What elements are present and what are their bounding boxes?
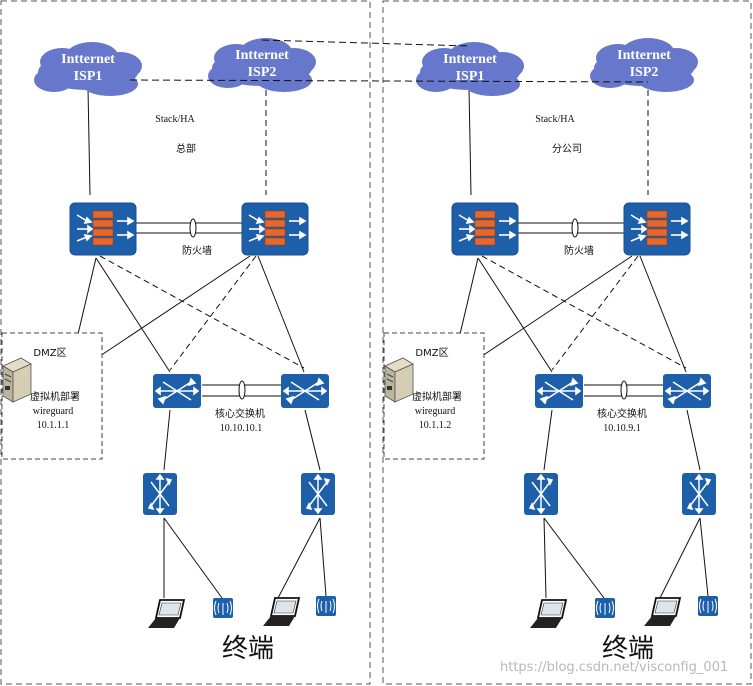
vm-software-label: wireguard <box>415 406 456 417</box>
wireless-ap-icon <box>697 595 719 617</box>
cloud-sublabel: ISP1 <box>456 69 485 84</box>
dmz-label: DMZ区 <box>33 347 66 359</box>
internet-isp1-cloud: Intternet ISP1 <box>416 42 524 96</box>
site-name-label: 总部 <box>176 142 196 155</box>
core-switch-ip: 10.10.10.1 <box>220 423 263 434</box>
dmz-label: DMZ区 <box>415 347 448 359</box>
access-switch-icon <box>681 472 717 516</box>
vm-ip-label: 10.1.1.1 <box>37 420 70 431</box>
cloud-sublabel: ISP1 <box>74 69 103 84</box>
vm-ip-label: 10.1.1.2 <box>419 420 452 431</box>
terminal-label: 终端 <box>222 634 274 664</box>
firewall-icon <box>241 202 309 256</box>
vm-label: 虚拟机部署 <box>412 390 462 403</box>
site-boundary <box>382 0 752 685</box>
dmz-zone <box>383 332 485 460</box>
access-switch-icon <box>523 472 559 516</box>
links <box>451 87 709 599</box>
watermark: https://blog.csdn.net/visconfig_001 <box>500 660 728 675</box>
links <box>69 87 327 599</box>
server-icon <box>384 357 414 403</box>
firewall-icon <box>623 202 691 256</box>
access-switch-icon <box>300 472 336 516</box>
terminal-label: 终端 <box>602 634 654 664</box>
dmz-zone <box>1 332 103 460</box>
internet-isp2-cloud: Intternet ISP2 <box>208 38 316 92</box>
cloud-sublabel: ISP2 <box>248 65 277 80</box>
inter-site-links <box>129 39 649 83</box>
core-switch-icon <box>280 373 330 409</box>
core-switch-icon <box>534 373 584 409</box>
laptop-icon <box>262 597 300 627</box>
internet-isp1-cloud: Intternet ISP1 <box>34 42 142 96</box>
core-switch-icon <box>662 373 712 409</box>
server-icon <box>2 357 32 403</box>
cloud-label: Intternet <box>61 52 115 67</box>
cloud-label: Intternet <box>443 52 497 67</box>
laptop-icon <box>147 599 185 629</box>
firewall-icon <box>69 202 137 256</box>
site-boundary <box>0 0 371 685</box>
wireless-ap-icon <box>212 597 234 619</box>
internet-isp2-cloud: Intternet ISP2 <box>590 38 698 92</box>
core-switch-icon <box>152 373 202 409</box>
site-headquarters: Intternet ISP1 Intternet ISP2 Stack/HA 总… <box>0 0 371 685</box>
stack-ha-label: Stack/HA <box>535 114 575 125</box>
laptop-icon <box>643 597 681 627</box>
site-branch: Intternet ISP1 Intternet ISP2 Stack/HA 分… <box>382 0 752 685</box>
firewall-icon <box>451 202 519 256</box>
laptop-icon <box>529 599 567 629</box>
access-switch-icon <box>142 472 178 516</box>
stack-ha-label: Stack/HA <box>155 114 195 125</box>
cloud-label: Intternet <box>617 48 671 63</box>
vm-software-label: wireguard <box>33 406 74 417</box>
cloud-label: Intternet <box>235 48 289 63</box>
firewall-label: 防火墙 <box>564 244 594 257</box>
core-switch-label: 核心交换机 <box>597 407 647 420</box>
wireless-ap-icon <box>315 595 337 617</box>
wireless-ap-icon <box>594 597 616 619</box>
vm-label: 虚拟机部署 <box>30 390 80 403</box>
site-name-label: 分公司 <box>552 143 582 155</box>
core-switch-ip: 10.10.9.1 <box>603 423 641 434</box>
cloud-sublabel: ISP2 <box>630 65 659 80</box>
core-switch-label: 核心交换机 <box>215 407 265 420</box>
firewall-label: 防火墙 <box>182 244 212 257</box>
